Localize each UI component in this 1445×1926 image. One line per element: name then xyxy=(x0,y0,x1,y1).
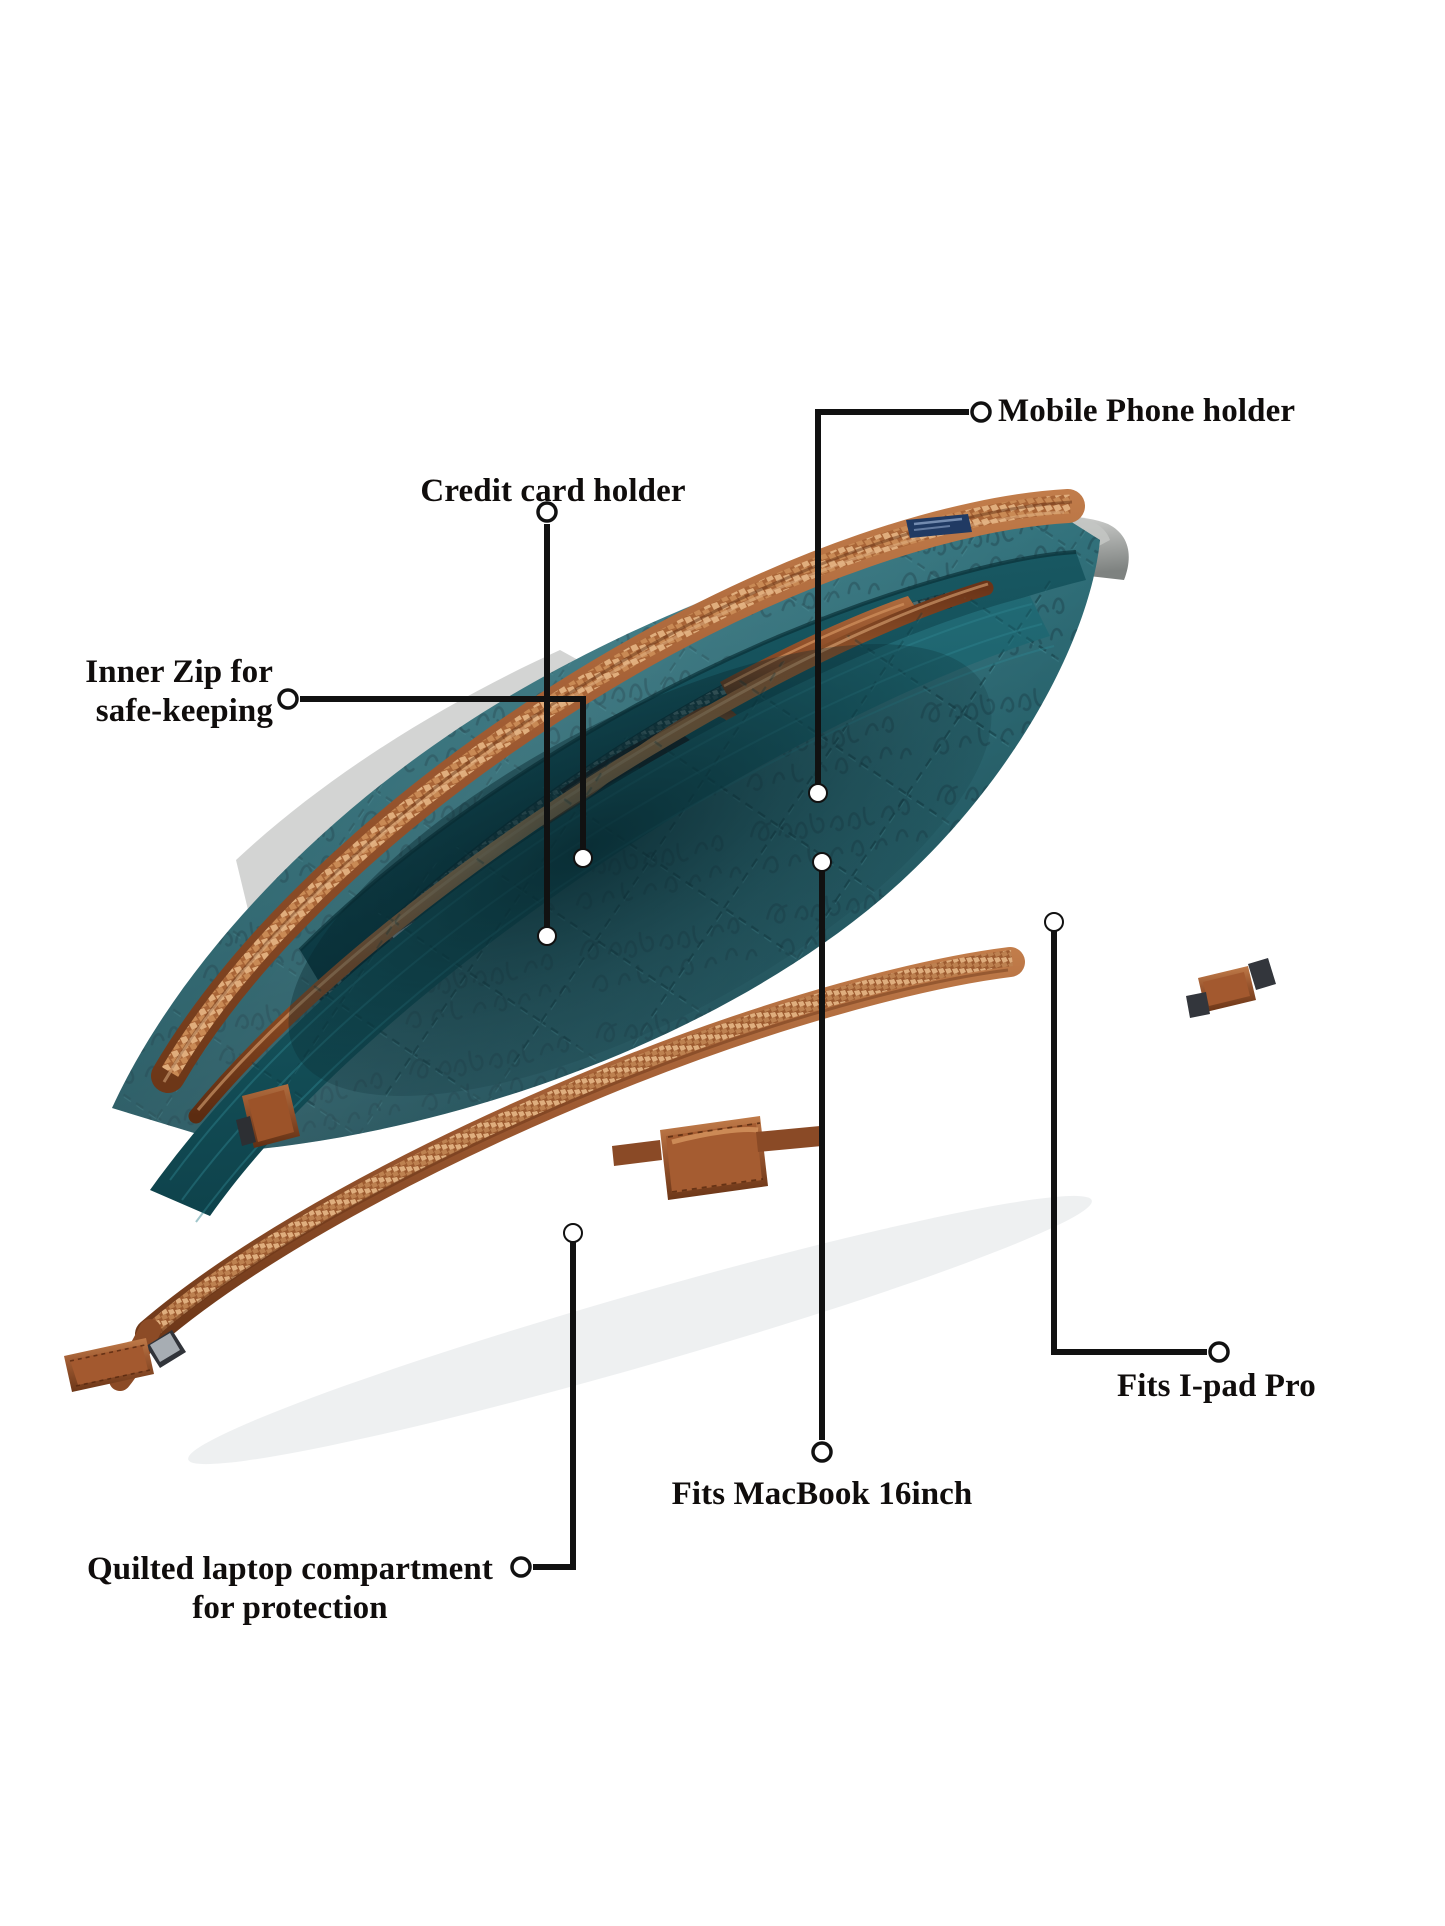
callout-label-quilted-laptop-compartment[interactable]: Quilted laptop compartment for protectio… xyxy=(87,1551,493,1626)
callout-label-fits-ipad-pro[interactable]: Fits I-pad Pro xyxy=(1117,1368,1316,1404)
zipper-pull-left xyxy=(64,1319,186,1392)
center-leather-keeper xyxy=(612,1116,822,1200)
callout-label-mobile-phone-holder[interactable]: Mobile Phone holder xyxy=(998,393,1296,429)
callout-label-inner-zip-safe-keeping[interactable]: Inner Zip for safe-keeping xyxy=(85,654,273,729)
main-zipper-bottom xyxy=(135,947,1025,1349)
side-leather-tab-left xyxy=(236,1084,300,1148)
zipper-pull-right xyxy=(1186,958,1276,1018)
contact-shadow xyxy=(188,1195,1092,1465)
callout-label-credit-card-holder[interactable]: Credit card holder xyxy=(420,473,686,509)
callout-label-fits-macbook-16inch[interactable]: Fits MacBook 16inch xyxy=(671,1476,973,1512)
